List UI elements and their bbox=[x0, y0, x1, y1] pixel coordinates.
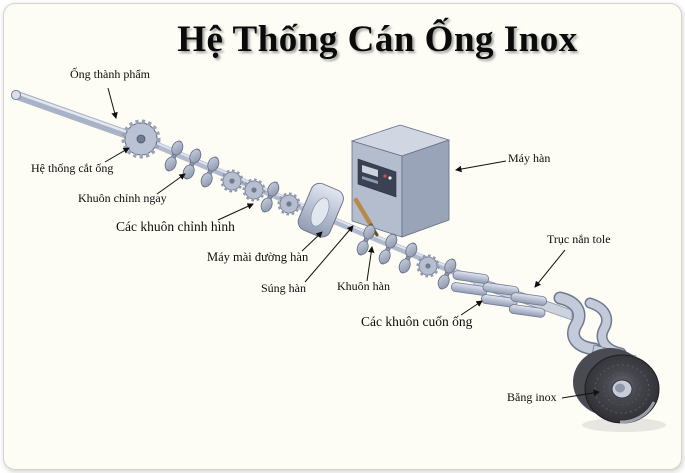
label-cutting-system: Hệ thống cắt ống bbox=[31, 161, 114, 175]
leader-lines bbox=[104, 87, 600, 399]
leader-welding-gun bbox=[304, 225, 354, 283]
label-welding-gun: Súng hàn bbox=[261, 281, 306, 295]
label-sheet-roller: Trục nắn tole bbox=[547, 232, 611, 246]
page-title: Hệ Thống Cán Ống Inox bbox=[177, 19, 578, 60]
leader-inox-coil bbox=[561, 389, 600, 399]
leader-cutting-system bbox=[104, 147, 130, 163]
shaping-stands-icon bbox=[162, 138, 301, 216]
label-shaping-dies: Các khuôn chỉnh hình bbox=[116, 219, 235, 234]
label-welding-machine: Máy hàn bbox=[508, 151, 551, 165]
label-weld-grinder: Máy mài đường hàn bbox=[207, 250, 309, 264]
leader-shaping-dies bbox=[217, 203, 254, 221]
leader-weld-grinder bbox=[301, 231, 323, 252]
leader-welding-machine bbox=[455, 160, 507, 173]
leader-forming-dies bbox=[460, 300, 483, 316]
machine-illustration bbox=[10, 87, 666, 432]
label-inox-coil: Băng inox bbox=[507, 390, 557, 404]
weld-grinder-icon bbox=[297, 182, 344, 238]
label-forming-dies: Các khuôn cuốn ống bbox=[361, 314, 473, 329]
welding-machine-icon bbox=[350, 124, 451, 238]
coil-shadow bbox=[582, 418, 666, 432]
label-finished-pipe: Ống thành phẩm bbox=[70, 67, 150, 81]
leader-straightening-die bbox=[156, 173, 186, 195]
leader-finished-pipe bbox=[107, 87, 118, 119]
leader-welding-die bbox=[366, 246, 375, 282]
inox-coil-icon bbox=[573, 348, 660, 424]
label-straightening-die: Khuôn chỉnh ngay bbox=[78, 191, 167, 205]
cutting-saw-icon bbox=[121, 119, 161, 159]
label-welding-die: Khuôn hàn bbox=[337, 279, 390, 293]
leader-sheet-roller bbox=[534, 249, 566, 288]
diagram-panel: Hệ Thống Cán Ống Inox bbox=[3, 3, 682, 470]
